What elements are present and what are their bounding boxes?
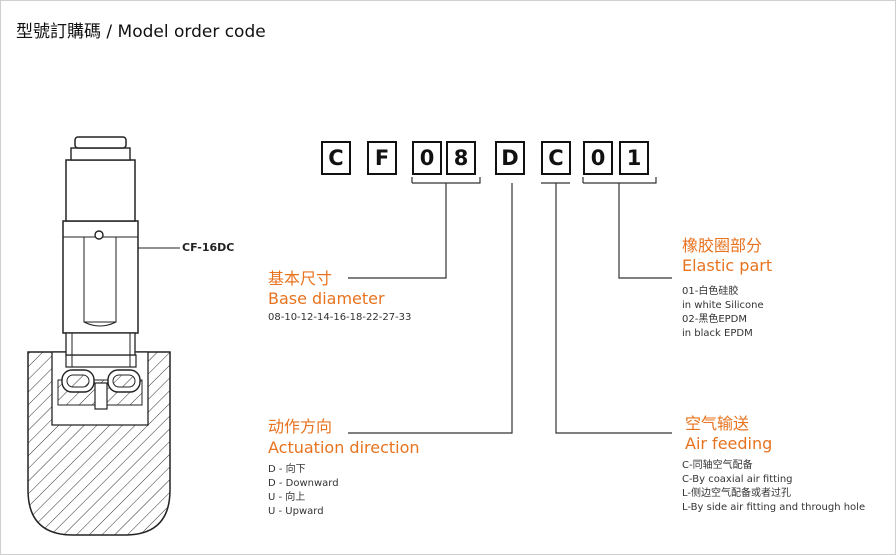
gripper-drawing: [27, 136, 180, 536]
base-diameter-options: 08-10-12-14-16-18-22-27-33: [268, 312, 412, 323]
elastic-part-cn: 橡胶圈部分: [682, 236, 763, 255]
actuation-option-2: D - Downward: [268, 478, 339, 489]
product-label: CF-16DC: [182, 241, 235, 254]
page-title: 型號訂購碼 / Model order code: [16, 22, 266, 42]
actuation-direction-cn: 动作方向: [268, 417, 333, 436]
elastic-option-2: in white Silicone: [682, 300, 764, 311]
code-char-6: C: [541, 141, 571, 175]
code-char-4: 8: [446, 141, 476, 175]
top-cap: [74, 136, 127, 149]
elastic-option-3: 02-黑色EPDM: [682, 314, 748, 325]
actuation-option-1: D - 向下: [268, 464, 306, 475]
air-feeding-cn: 空气输送: [685, 414, 750, 433]
air-option-1: C-同轴空气配备: [682, 460, 753, 471]
code-char-2: F: [367, 141, 397, 175]
base-diameter-en: Base diameter: [268, 289, 385, 308]
air-port-hole: [94, 230, 104, 240]
elastic-option-1: 01-白色硅胶: [682, 286, 739, 297]
base-diameter-cn: 基本尺寸: [268, 269, 333, 288]
air-option-2: C-By coaxial air fitting: [682, 474, 793, 485]
upper-tube: [65, 159, 136, 222]
code-char-7: 0: [583, 141, 613, 175]
code-char-1: C: [321, 141, 351, 175]
elastic-part-en: Elastic part: [682, 256, 773, 275]
air-option-4: L-By side air fitting and through hole: [682, 502, 866, 513]
code-char-8: 1: [619, 141, 649, 175]
code-char-5: D: [495, 141, 525, 175]
actuation-direction-en: Actuation direction: [268, 438, 420, 457]
air-feeding-en: Air feeding: [685, 434, 773, 453]
actuation-option-3: U - 向上: [268, 492, 306, 503]
code-char-3: 0: [412, 141, 442, 175]
air-option-3: L-侧边空气配备或者过孔: [682, 488, 792, 499]
elastic-option-4: in black EPDM: [682, 328, 753, 339]
leader-lines: [348, 177, 672, 434]
center-post: [94, 382, 108, 410]
actuation-option-4: U - Upward: [268, 506, 324, 517]
